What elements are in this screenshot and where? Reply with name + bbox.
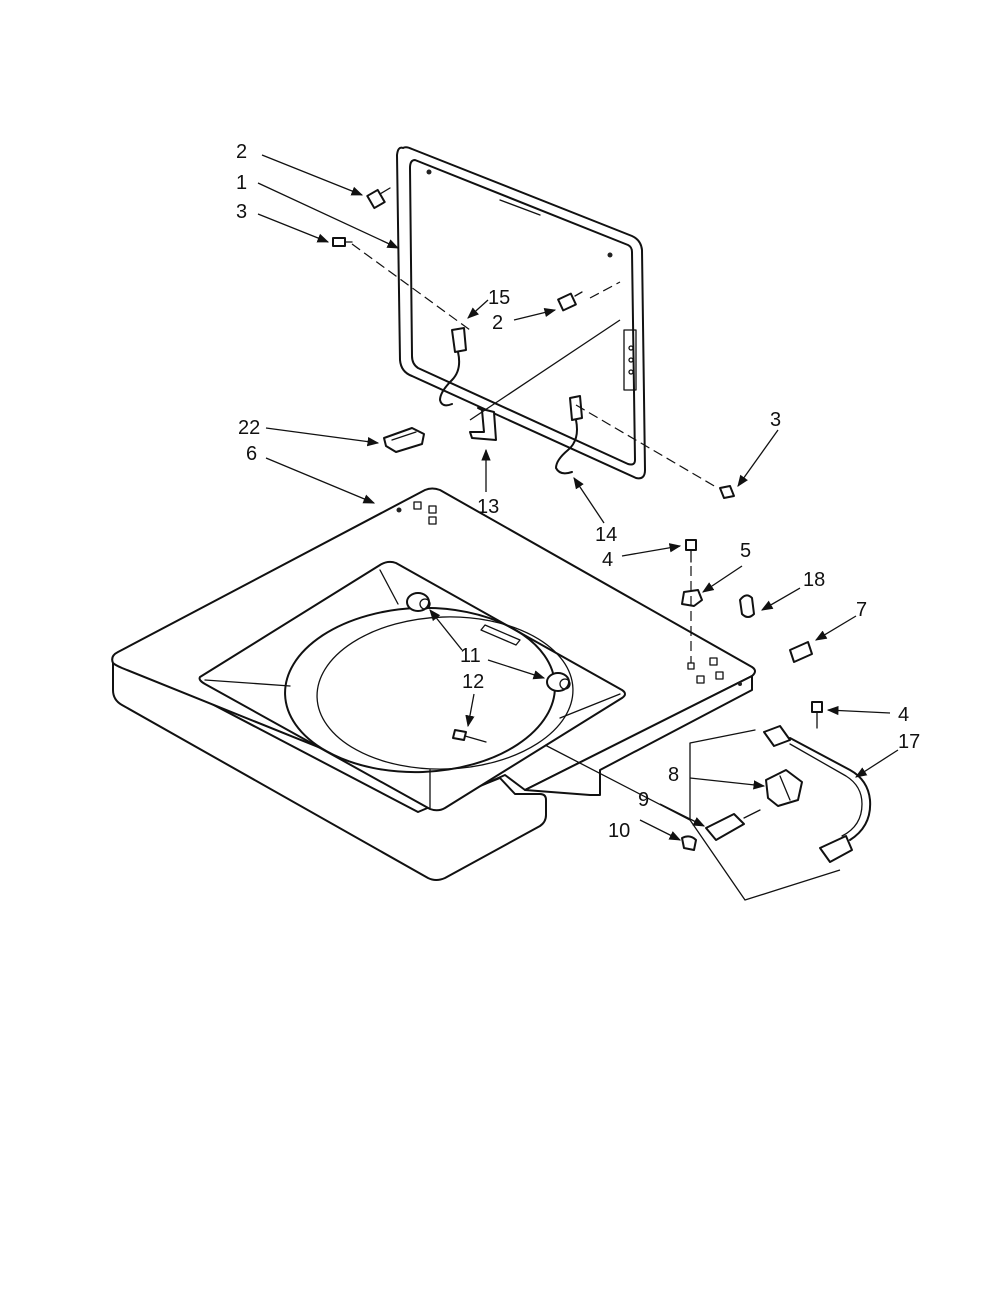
lid-switch-8	[765, 769, 803, 807]
callout-17: 17	[898, 731, 920, 753]
callout-22: 22	[238, 417, 260, 439]
clip-10	[681, 835, 697, 851]
hinge-screw-left	[332, 237, 353, 247]
callout-7: 7	[856, 599, 867, 621]
lid-latch-22	[383, 427, 425, 453]
callout-labels: 2 1 3 15 2 22 6 3 13 14 4 5 18 7 11 12 4…	[236, 141, 920, 842]
assembly-lines	[351, 243, 841, 901]
nut-5	[681, 589, 703, 607]
lid-screw-middle	[557, 291, 583, 312]
hinge-15	[439, 327, 467, 407]
callout-14: 14	[595, 524, 617, 546]
lid-frame	[396, 146, 646, 480]
clip-18	[739, 594, 755, 618]
callout-1: 1	[236, 172, 247, 194]
washer-top-panel	[111, 487, 756, 881]
callout-13: 13	[477, 496, 499, 518]
callout-9: 9	[638, 789, 649, 811]
callout-2-top: 2	[236, 141, 247, 163]
clip-7	[789, 641, 813, 663]
lid-screw-top	[366, 187, 391, 210]
callout-2-middle: 2	[492, 312, 503, 334]
hinge-screw-right	[719, 485, 735, 499]
actuator-9	[705, 809, 761, 841]
callout-5: 5	[740, 540, 751, 562]
callout-11: 11	[460, 645, 481, 667]
callout-leaders	[257, 154, 899, 841]
callout-18: 18	[803, 569, 825, 591]
switch-screw-top	[685, 539, 697, 563]
callout-4-top: 4	[602, 549, 613, 571]
bracket-13	[469, 407, 497, 441]
switch-screw-right	[811, 701, 823, 729]
callout-3-right: 3	[770, 409, 781, 431]
callout-4-right: 4	[898, 704, 909, 726]
callout-3-left: 3	[236, 201, 247, 223]
screw-12	[452, 729, 487, 743]
callout-6: 6	[246, 443, 257, 465]
callout-8: 8	[668, 764, 679, 786]
wire-harness-17	[763, 725, 872, 863]
hinge-14	[555, 395, 583, 475]
bumper-11-right	[546, 672, 571, 692]
callout-15: 15	[488, 287, 510, 309]
callout-10: 10	[608, 820, 630, 842]
callout-12: 12	[462, 671, 484, 693]
bumper-11-left	[406, 592, 431, 612]
